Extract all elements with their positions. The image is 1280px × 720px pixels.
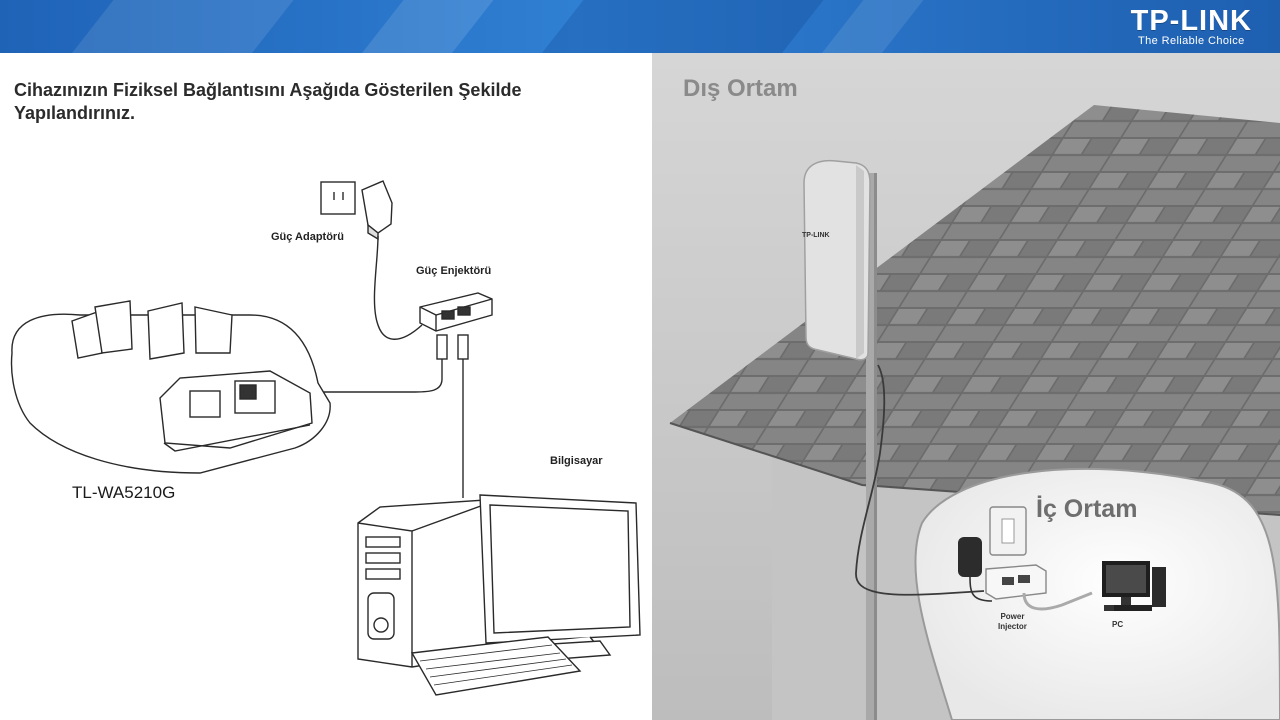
installation-scene-panel: Dış Ortam İç Ortam TP-LINK Power Injecto… [652,53,1280,720]
label-computer: Bilgisayar [550,455,603,467]
indoor-power-injector [986,565,1046,599]
logo-brand: TP-LINK [1131,6,1252,36]
label-power-injector: Güç Enjektörü [416,265,491,277]
label-model: TL-WA5210G [72,483,175,503]
label-power-injector-line-2: Injector [998,622,1027,632]
indoor-power-adapter [958,537,982,577]
label-pc: PC [1112,620,1123,630]
connection-diagram-drawing [0,53,652,720]
label-power-adapter: Güç Adaptörü [271,231,344,243]
tp-link-logo: TP-LINK The Reliable Choice [1131,6,1252,47]
connection-diagram-panel: Cihazınızın Fiziksel Bağlantısını Aşağıd… [0,53,652,720]
label-power-injector-line-1: Power [998,612,1027,622]
wall-outlet [321,182,355,214]
logo-tagline: The Reliable Choice [1131,35,1252,47]
power-adapter [362,181,392,233]
installation-scene-drawing [652,53,1280,720]
header-bar: TP-LINK The Reliable Choice [0,0,1280,53]
ap-brand-mark: TP-LINK [802,231,830,241]
label-outdoor: Dış Ortam [683,75,798,103]
label-power-injector-en: Power Injector [998,612,1027,632]
label-indoor: İç Ortam [1036,495,1137,524]
